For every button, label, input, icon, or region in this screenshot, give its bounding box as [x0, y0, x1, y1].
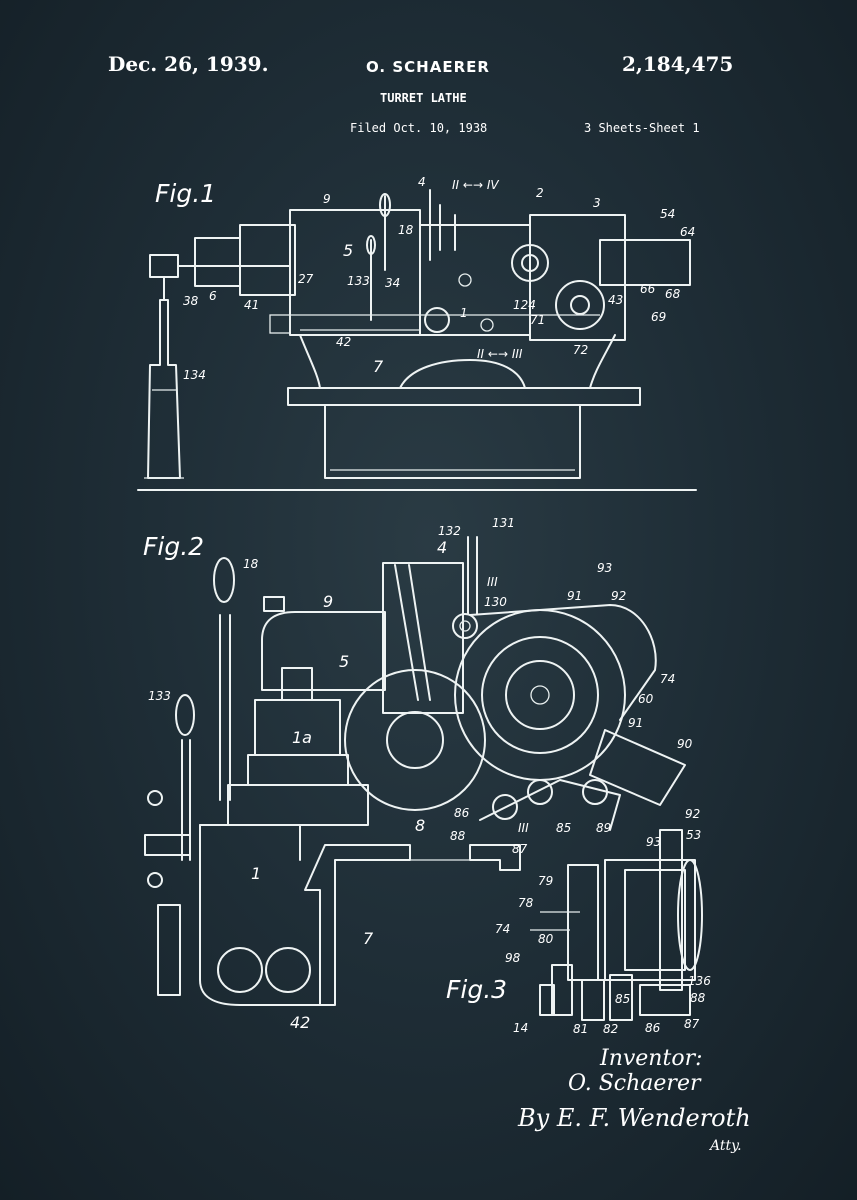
- fig2-ref-42: 42: [290, 1013, 310, 1032]
- fig1-ref-133: 133: [347, 274, 370, 288]
- fig1-ref-34: 34: [385, 276, 400, 290]
- patent-date: Dec. 26, 1939.: [108, 52, 269, 76]
- fig1-ref-134: 134: [183, 368, 206, 382]
- inventor-name: O. SCHAERER: [366, 58, 490, 76]
- fig1-ref-5: 5: [343, 241, 353, 260]
- figure-2-drawing: Fig.2: [143, 516, 693, 1032]
- fig1-ref-4: 4: [418, 175, 426, 189]
- fig2-ref-87: 87: [512, 842, 528, 856]
- fig1-ref-27: 27: [298, 272, 314, 286]
- fig2-ref-91-top: 91: [567, 589, 582, 603]
- fig3-label: Fig.3: [446, 975, 507, 1004]
- patent-title: TURRET LATHE: [380, 91, 467, 105]
- fig3-ref-87: 87: [684, 1017, 700, 1031]
- fig1-section-bottom: II ←→ III: [477, 347, 523, 361]
- fig2-ref-132: 132: [438, 524, 461, 538]
- fig1-ref-71: 71: [530, 313, 545, 327]
- fig3-ref-78: 78: [518, 896, 534, 910]
- fig1-ref-68: 68: [665, 287, 681, 301]
- fig3-ref-88: 88: [690, 991, 706, 1005]
- fig1-ref-41: 41: [244, 298, 259, 312]
- fig3-ref-136: 136: [688, 974, 711, 988]
- fig2-ref-8: 8: [415, 816, 425, 835]
- fig3-ref-85: 85: [615, 992, 630, 1006]
- fig2-ref-7: 7: [363, 929, 374, 948]
- fig2-ref-74: 74: [660, 672, 675, 686]
- fig3-ref-53: 53: [686, 828, 701, 842]
- fig1-ref-9: 9: [323, 192, 331, 206]
- figure-3-drawing: Fig.3 92 93 53 79 78 74 80 98 136 88 85 …: [446, 807, 711, 1036]
- fig2-ref-130: 130: [484, 595, 507, 609]
- fig3-ref-92: 92: [685, 807, 700, 821]
- fig2-section-III-top: III: [487, 575, 498, 589]
- fig3-ref-79: 79: [538, 874, 553, 888]
- fig3-ref-82: 82: [603, 1022, 618, 1036]
- signature-attorney: By E. F. Wenderoth: [517, 1104, 751, 1132]
- fig1-ref-18: 18: [398, 223, 414, 237]
- fig3-ref-86: 86: [645, 1021, 661, 1035]
- fig2-ref-1: 1: [251, 864, 261, 883]
- fig3-ref-74: 74: [495, 922, 510, 936]
- fig1-ref-43: 43: [608, 293, 623, 307]
- fig1-ref-38: 38: [183, 294, 199, 308]
- fig1-ref-124: 124: [513, 298, 536, 312]
- inventor-signature: Inventor: O. Schaerer By E. F. Wenderoth…: [517, 1046, 751, 1154]
- fig1-ref-72: 72: [573, 343, 588, 357]
- fig1-ref-42: 42: [336, 335, 351, 349]
- fig3-ref-81: 81: [573, 1022, 588, 1036]
- fig2-ref-91-bottom: 91: [628, 716, 643, 730]
- fig1-ref-66: 66: [640, 282, 656, 296]
- fig2-ref-89: 89: [596, 821, 611, 835]
- fig1-ref-54: 54: [660, 207, 675, 221]
- fig3-ref-93: 93: [646, 835, 661, 849]
- fig3-ref-80: 80: [538, 932, 554, 946]
- fig2-ref-1a: 1a: [292, 728, 312, 747]
- sheet-count: 3 Sheets-Sheet 1: [584, 121, 700, 135]
- fig2-section-III-bottom: III: [518, 821, 529, 835]
- fig1-section-top: II ←→ IV: [452, 178, 499, 192]
- filed-date: Filed Oct. 10, 1938: [350, 121, 488, 135]
- fig2-ref-88: 88: [450, 829, 466, 843]
- fig1-ref-69: 69: [651, 310, 666, 324]
- fig3-ref-98: 98: [505, 951, 521, 965]
- fig1-label: Fig.1: [155, 179, 216, 208]
- fig2-ref-5: 5: [339, 652, 349, 671]
- fig1-ref-64: 64: [680, 225, 695, 239]
- fig2-ref-131: 131: [492, 516, 515, 530]
- fig1-ref-7: 7: [373, 357, 384, 376]
- figure-1-drawing: Fig.1: [137, 175, 697, 491]
- fig2-ref-9: 9: [323, 592, 333, 611]
- fig2-ref-93: 93: [597, 561, 612, 575]
- fig2-ref-4: 4: [437, 538, 447, 557]
- fig2-ref-90: 90: [677, 737, 693, 751]
- fig2-ref-92: 92: [611, 589, 626, 603]
- patent-number: 2,184,475: [622, 52, 734, 76]
- signature-inventor-name: O. Schaerer: [568, 1071, 702, 1096]
- fig1-ref-3: 3: [593, 196, 601, 210]
- fig2-ref-60: 60: [638, 692, 654, 706]
- signature-atty-abbrev: Atty.: [708, 1138, 742, 1154]
- fig3-ref-14: 14: [513, 1021, 528, 1035]
- fig1-ref-6: 6: [209, 289, 217, 303]
- fig2-ref-86: 86: [454, 806, 470, 820]
- fig1-ref-1: 1: [460, 306, 468, 320]
- fig1-ref-2: 2: [536, 186, 544, 200]
- fig2-ref-85: 85: [556, 821, 571, 835]
- fig2-ref-133: 133: [148, 689, 171, 703]
- signature-inventor-heading: Inventor:: [599, 1046, 703, 1071]
- fig2-ref-18: 18: [243, 557, 259, 571]
- fig2-label: Fig.2: [143, 532, 204, 561]
